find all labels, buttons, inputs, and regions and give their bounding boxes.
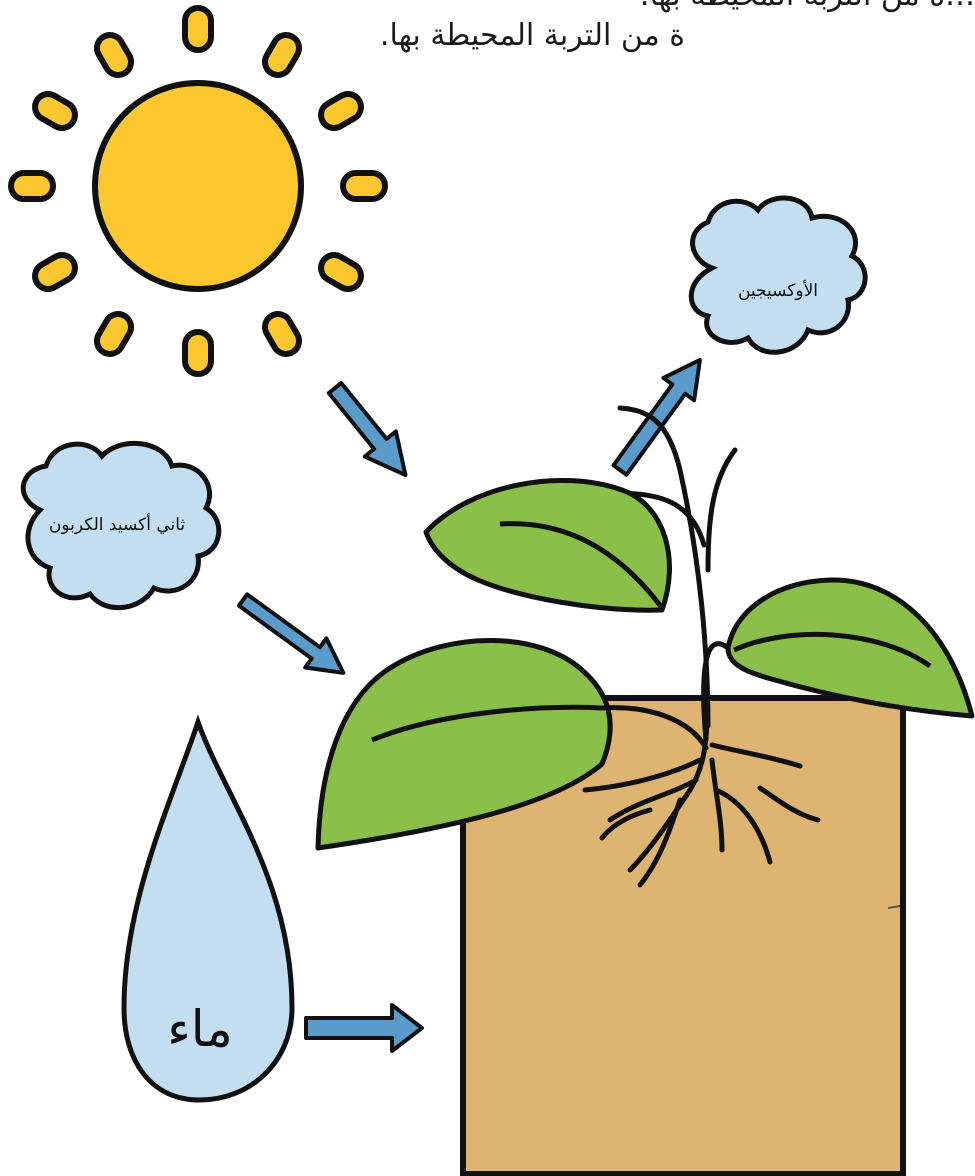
- sun-icon: [11, 8, 385, 374]
- sun-ray: [260, 309, 304, 358]
- sun-to-leaf-arrow: [319, 375, 421, 487]
- co2-to-leaf-arrow: [232, 585, 353, 687]
- water-to-soil-arrow: [306, 1005, 422, 1051]
- cloud-icon: [691, 198, 865, 352]
- sun-ray: [30, 89, 79, 133]
- sun-ray: [30, 250, 79, 294]
- sun-ray: [11, 173, 53, 199]
- water-label: ماء: [167, 1000, 233, 1058]
- sun-ray: [185, 332, 211, 374]
- sun-ray: [343, 173, 385, 199]
- sun-ray: [92, 309, 136, 358]
- sun-ray: [316, 89, 365, 133]
- plant-to-oxygen-arrow: [605, 349, 716, 481]
- carbon-dioxide-label: ثاني أكسيد الكربون: [49, 513, 186, 535]
- sun-ray: [316, 250, 365, 294]
- sun-ray: [260, 30, 304, 79]
- water-drop-icon: ماء: [124, 722, 292, 1100]
- sun-ray: [92, 30, 136, 79]
- sun-ray: [185, 8, 211, 50]
- leaf: [426, 480, 669, 610]
- stem: [708, 450, 735, 570]
- oxygen-label: الأوكسيجين: [738, 280, 818, 301]
- oxygen-cloud: الأوكسيجين: [691, 198, 865, 352]
- sun-disc: [95, 83, 301, 289]
- carbon-dioxide-cloud: ثاني أكسيد الكربون: [23, 443, 219, 607]
